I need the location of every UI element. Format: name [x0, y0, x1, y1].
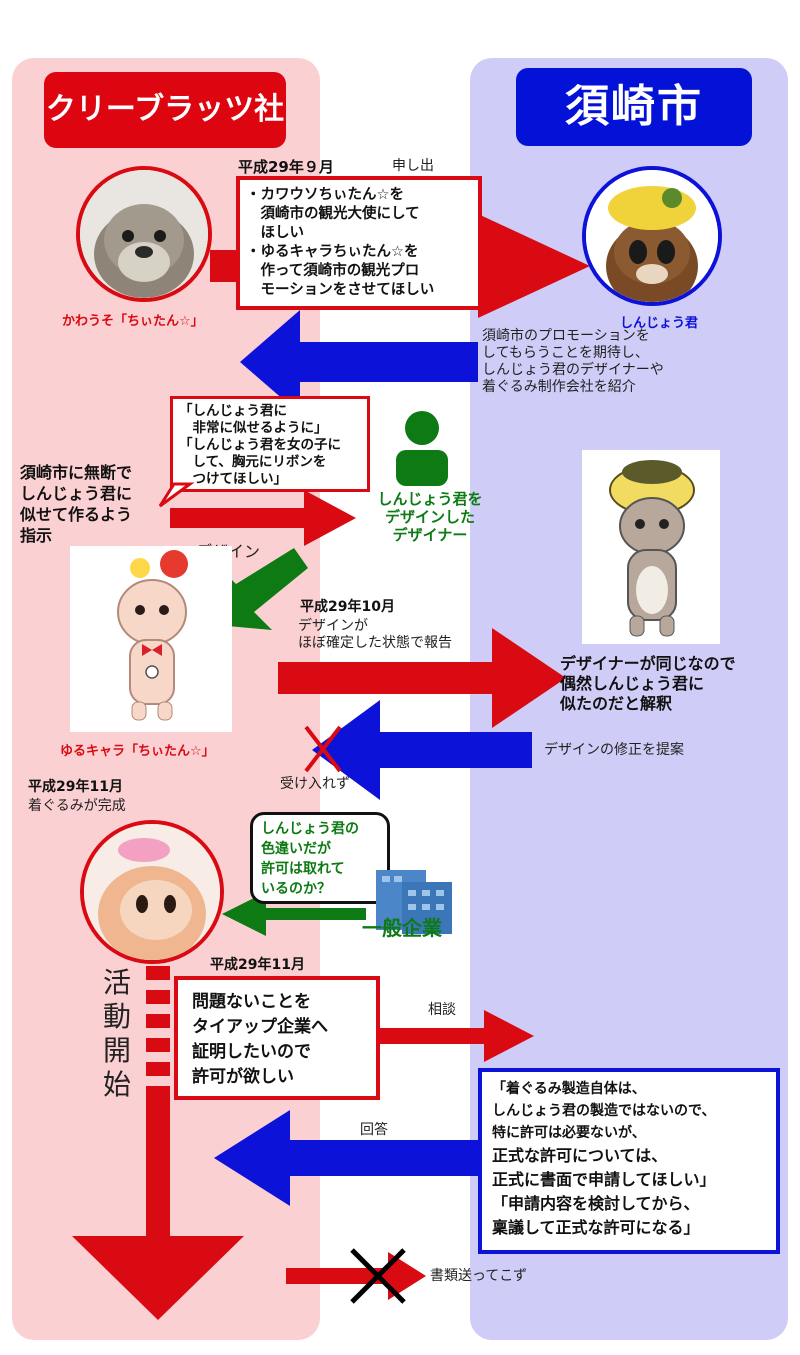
costume-photo — [80, 820, 224, 964]
instruction-text: 須崎市に無断で しんじょう君に 似せて作るよう 指示 — [20, 463, 133, 545]
designer-label: しんじょう君を デザインした デザイナー — [377, 490, 483, 544]
permission-request-box: 問題ないことを タイアップ企業へ 証明したいので 許可が欲しい — [174, 976, 380, 1100]
interpretation-text: デザイナーが同じなので 偶然しんじょう君に 似たのだと解釈 — [560, 654, 736, 713]
documents-x-mark — [350, 1248, 406, 1304]
speech-text: 「しんじょう君に 非常に似せるように」 「しんじょう君を女の子に して、胸元にリ… — [179, 403, 341, 487]
caption-shinjo-kun: しんじょう君 — [620, 316, 699, 331]
label-request: 申し出 — [392, 158, 434, 174]
date-step4: 平成29年10月 — [300, 599, 395, 615]
answer-line: 正式な許可については、 — [492, 1146, 668, 1165]
proposal-text: デザインの修正を提案 — [544, 742, 684, 758]
answer-line: 稟議して正式な許可になる」 — [492, 1218, 700, 1237]
header-kureburattsu: クリーブラッツ社 — [44, 72, 286, 148]
designer-person-icon — [396, 411, 448, 486]
arrow-consult — [378, 1010, 534, 1062]
caption-chiitan-mascot: ゆるキャラ「ちぃたん☆」 — [60, 744, 215, 759]
chiitan-mascot-image — [70, 546, 232, 732]
request-line: モーションをさせてほしい — [246, 282, 435, 298]
header-susaki: 須崎市 — [516, 68, 752, 146]
permission-request-text: 問題ないことを タイアップ企業へ 証明したいので 許可が欲しい — [192, 992, 328, 1087]
activity-dashes — [146, 966, 170, 1076]
request-line: ほしい — [246, 225, 304, 241]
arrow-proposal — [312, 700, 532, 800]
arrow-answer — [214, 1110, 478, 1206]
rejection-x-mark — [304, 725, 342, 773]
arrow-activity-down — [72, 1086, 244, 1320]
date-step5: 平成29年11月 — [28, 779, 123, 795]
company-question-bubble: しんじょう君の 色違いだが 許可は取れて いるのか？ — [250, 812, 390, 904]
rejected-text: 受け入れず — [280, 776, 350, 792]
company-question-text: しんじょう君の 色違いだが 許可は取れて いるのか？ — [261, 821, 359, 897]
date-step6: 平成29年11月 — [210, 957, 305, 973]
shinjo-kun-image — [582, 166, 722, 306]
request-line: ・ゆるキャラちぃたん☆を — [246, 244, 419, 260]
consult-label: 相談 — [428, 1002, 456, 1018]
arrow-documents — [286, 1252, 426, 1300]
date-step1: 平成29年９月 — [238, 158, 334, 176]
answer-line: 「着ぐるみ製造自体は、 — [492, 1081, 646, 1097]
documents-not-sent-text: 書類送ってこず — [430, 1268, 528, 1284]
request-line: 作って須崎市の観光プロ — [246, 263, 420, 279]
request-line: 須崎市の観光大使にして — [246, 206, 420, 222]
caption-otter: かわうそ「ちぃたん☆」 — [62, 314, 204, 329]
arrow-instruction — [170, 490, 356, 546]
answer-line: 「申請内容を検討してから、 — [492, 1194, 700, 1213]
company-label: 一般企業 — [362, 916, 442, 940]
answer-line: 正式に書面で申請してほしい」 — [492, 1170, 716, 1189]
arrow-report — [278, 628, 566, 728]
reply-text: 須崎市のプロモーションを してもらうことを期待し、 しんじょう君のデザイナーや … — [482, 328, 664, 395]
speech-bubble: 「しんじょう君に 非常に似せるように」 「しんじょう君を女の子に して、胸元にリ… — [170, 396, 370, 492]
request-box: ・カワウソちぃたん☆を 須崎市の観光大使にして ほしい ・ゆるキャラちぃたん☆を… — [236, 176, 482, 310]
answer-line: しんじょう君の製造ではないので、 — [492, 1103, 716, 1119]
otter-photo — [76, 166, 212, 302]
speech-bubble-tail — [158, 482, 195, 508]
answer-label: 回答 — [360, 1122, 388, 1138]
arrow-reply — [240, 310, 478, 414]
shinjo-kun-drawing — [582, 450, 720, 644]
activity-start-label: 活 動 開 始 — [102, 966, 131, 1101]
report-text: デザインが ほぼ確定した状態で報告 — [298, 618, 452, 651]
answer-line: 特に許可は必要ないが、 — [492, 1125, 646, 1141]
company-building-icon — [376, 870, 452, 934]
request-line: ・カワウソちぃたん☆を — [246, 187, 404, 203]
note-step5: 着ぐるみが完成 — [28, 798, 126, 814]
answer-box: 「着ぐるみ製造自体は、 しんじょう君の製造ではないので、 特に許可は必要ないが、… — [478, 1068, 780, 1254]
